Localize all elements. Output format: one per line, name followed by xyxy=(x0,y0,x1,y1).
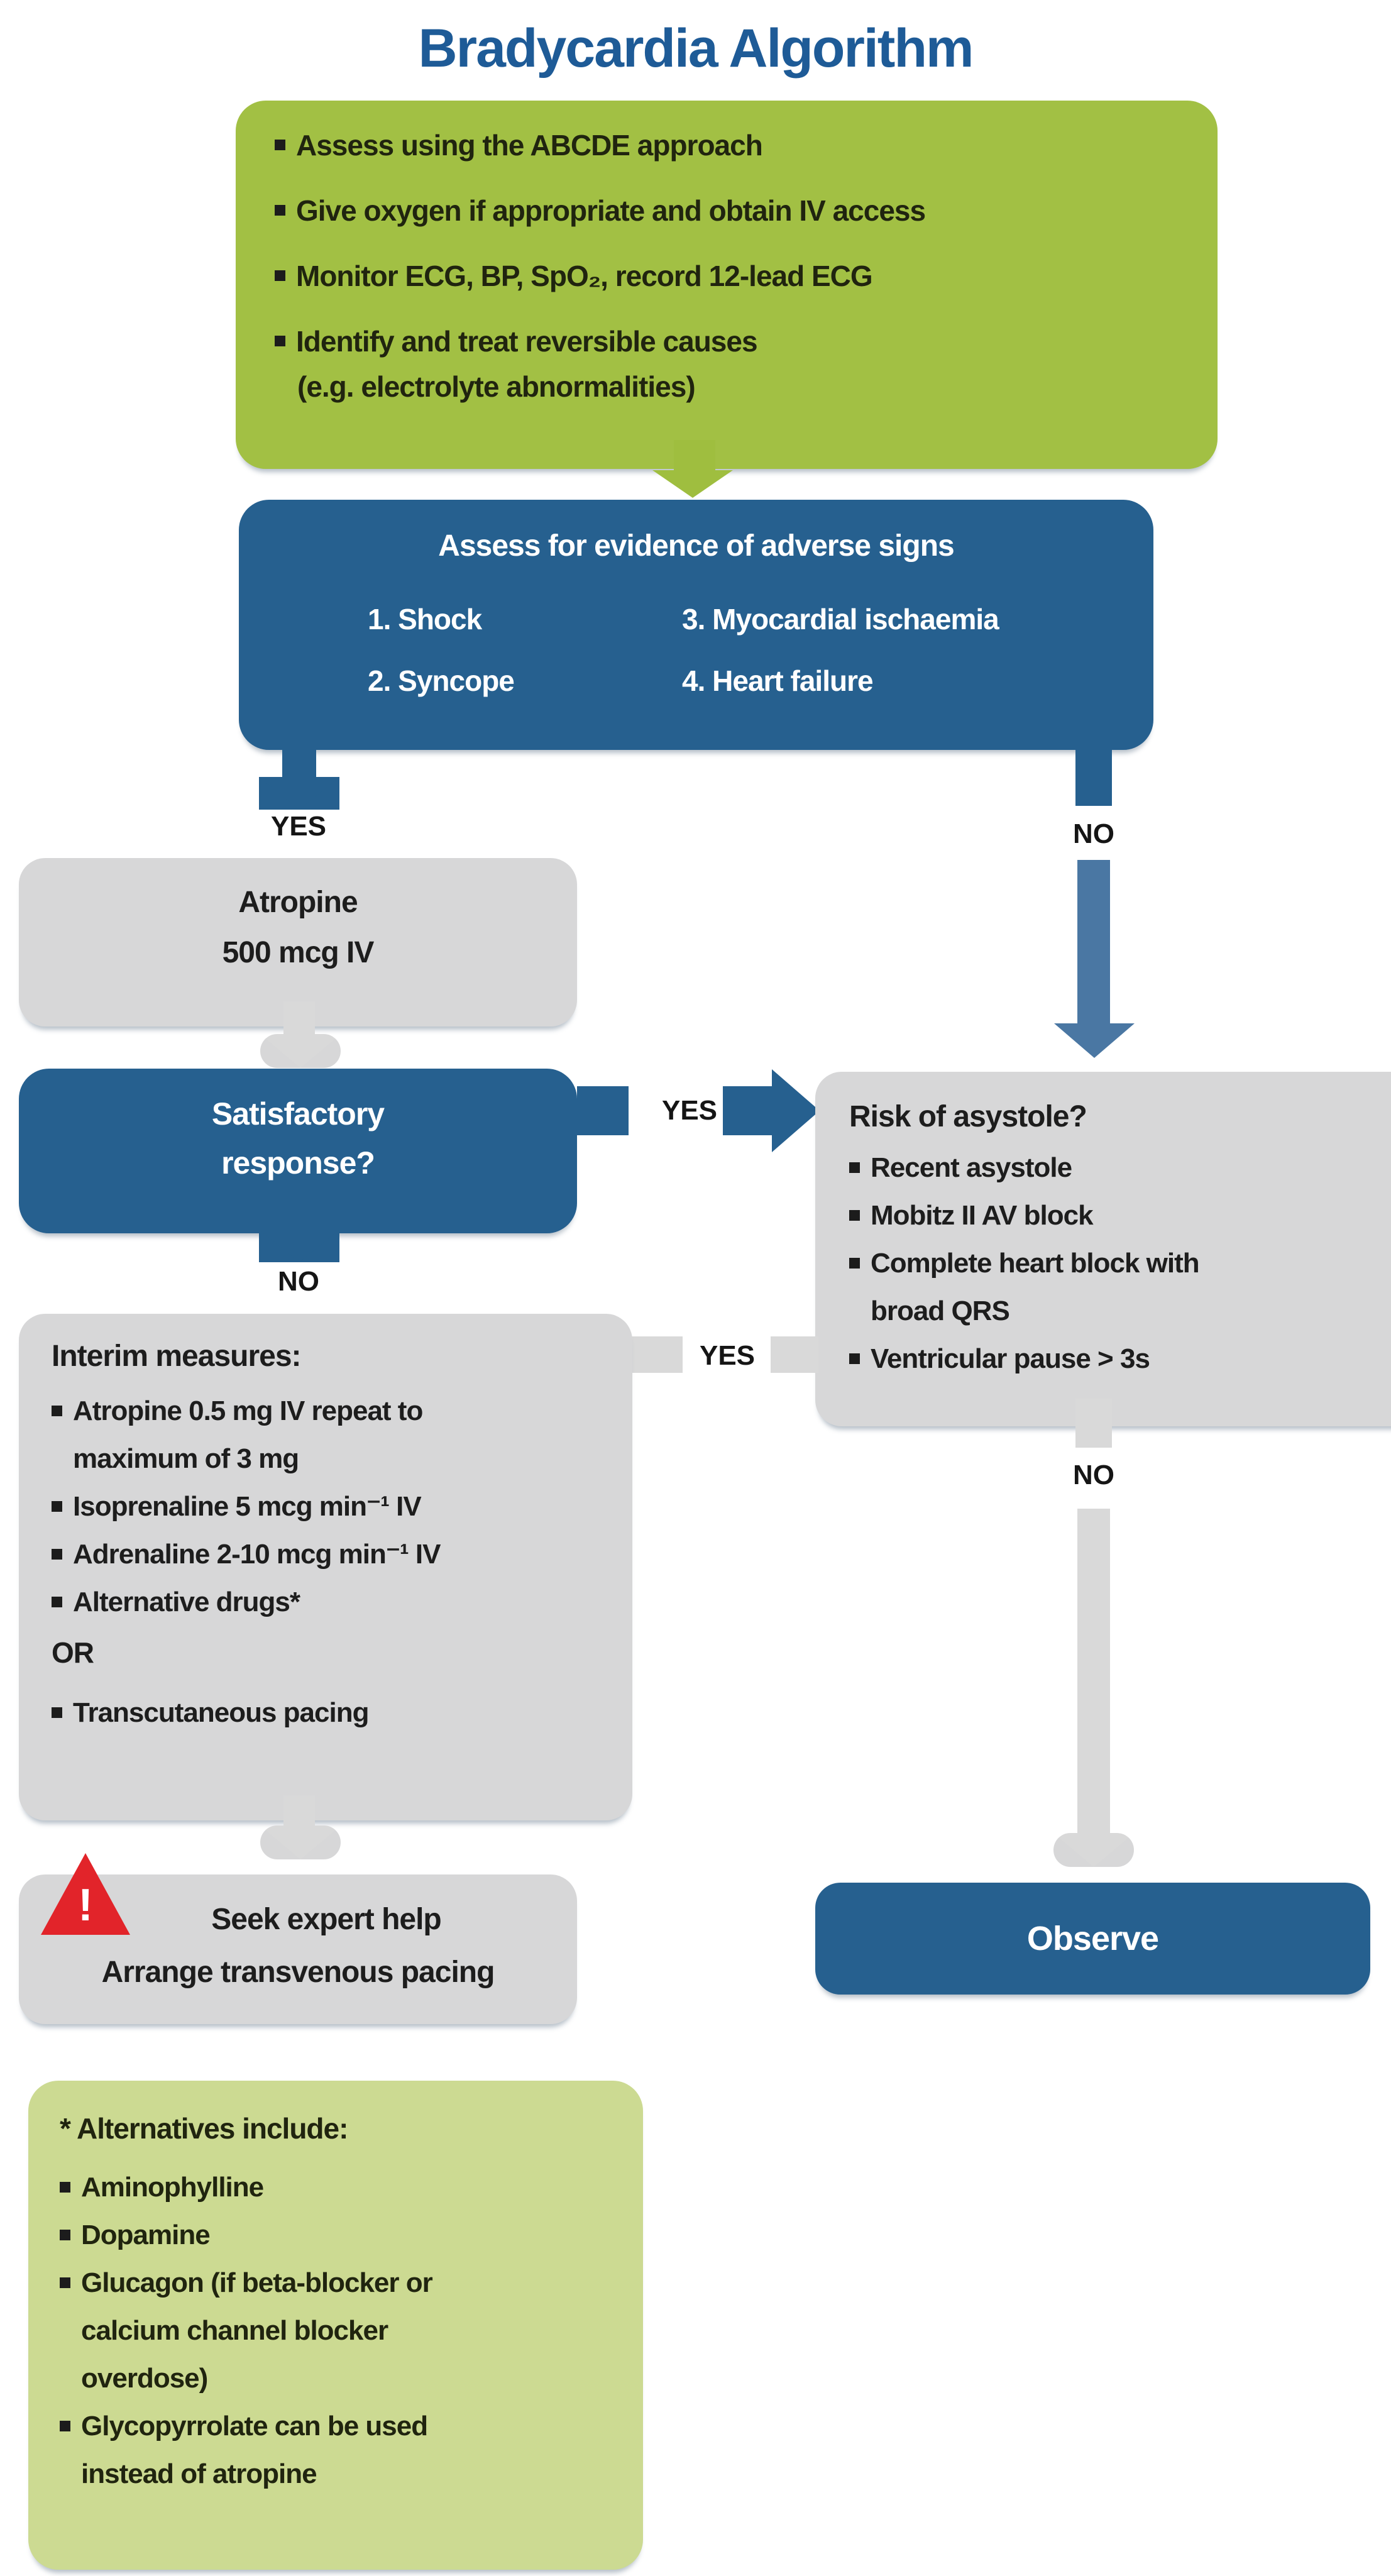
risk-title: Risk of asystole? xyxy=(849,1100,1087,1133)
connector-yes-segment xyxy=(577,1086,629,1135)
arrow-down-gray xyxy=(283,1001,315,1035)
bullet-icon xyxy=(849,1353,860,1364)
bullet-icon xyxy=(52,1597,62,1607)
warning-icon xyxy=(41,1853,130,1935)
arrow-down-gray xyxy=(1077,1509,1110,1834)
list-item: Ventricular pause > 3s xyxy=(849,1335,1391,1383)
list-item: Give oxygen if appropriate and obtain IV… xyxy=(275,194,1183,228)
list-item: Aminophylline xyxy=(60,2164,618,2211)
interim-or-label: OR xyxy=(52,1636,94,1669)
arrowhead-down-blue xyxy=(259,777,339,810)
bullet-icon xyxy=(60,2421,70,2431)
interim-title: Interim measures: xyxy=(52,1340,302,1373)
bullet-icon xyxy=(275,336,285,346)
arrow-down-gray xyxy=(1075,1399,1112,1448)
arrowhead-down-blue xyxy=(259,1230,339,1262)
atropine-box: Atropine 500 mcg IV xyxy=(19,858,577,1027)
atropine-line2: 500 mcg IV xyxy=(222,936,375,969)
list-item: Mobitz II AV block xyxy=(849,1192,1391,1240)
atropine-line1: Atropine xyxy=(238,886,358,919)
label-yes: YES xyxy=(699,1340,756,1371)
connector-yes-segment xyxy=(771,1336,818,1373)
label-yes: YES xyxy=(661,1095,718,1126)
list-item: 3. Myocardial ischaemia xyxy=(682,603,999,636)
list-item: 1. Shock xyxy=(368,603,482,636)
alternatives-title: * Alternatives include: xyxy=(60,2112,348,2145)
bullet-icon xyxy=(52,1707,62,1718)
label-no: NO xyxy=(1073,818,1114,849)
bullet-icon xyxy=(275,270,285,281)
list-item: 4. Heart failure xyxy=(682,664,874,697)
observe-box: Observe xyxy=(815,1883,1370,1995)
label-no: NO xyxy=(1073,1460,1114,1490)
list-item: Adrenaline 2-10 mcg min⁻¹ IV xyxy=(52,1531,610,1578)
arrow-down-blue xyxy=(282,1208,316,1231)
bullet-icon xyxy=(275,140,285,150)
list-item: Complete heart block with broad QRS xyxy=(849,1240,1391,1335)
label-no: NO xyxy=(278,1266,319,1297)
arrowhead-down-gray xyxy=(260,1825,341,1859)
risk-of-asystole-box: Risk of asystole? Recent asystole Mobitz… xyxy=(815,1072,1391,1426)
bullet-icon xyxy=(849,1162,860,1173)
satisfactory-response-box: Satisfactory response? xyxy=(19,1069,577,1233)
connector-yes-segment xyxy=(723,1086,773,1135)
bullet-icon xyxy=(52,1549,62,1560)
page-title: Bradycardia Algorithm xyxy=(418,18,974,79)
bullet-icon xyxy=(60,2277,70,2288)
adverse-signs-list: 1. Shock 3. Myocardial ischaemia 2. Sync… xyxy=(368,602,1153,698)
bullet-icon xyxy=(52,1501,62,1512)
satisfactory-line1: Satisfactory xyxy=(211,1096,385,1131)
arrow-down-light-blue xyxy=(1077,860,1110,1025)
list-item-note: (e.g. electrolyte abnormalities) xyxy=(297,370,696,403)
arrow-down-blue xyxy=(282,748,316,778)
seek-line2: Arrange transvenous pacing xyxy=(101,1956,495,1989)
bullet-icon xyxy=(849,1210,860,1221)
bullet-icon xyxy=(275,205,285,216)
arrowhead-down-light-blue xyxy=(1054,1023,1135,1058)
satisfactory-line2: response? xyxy=(221,1145,375,1181)
list-item: Transcutaneous pacing xyxy=(52,1689,610,1737)
list-item: Glucagon (if beta-blocker or calcium cha… xyxy=(60,2259,618,2403)
list-item: Atropine 0.5 mg IV repeat to maximum of … xyxy=(52,1387,610,1483)
adverse-signs-title: Assess for evidence of adverse signs xyxy=(438,529,954,563)
list-item: 2. Syncope xyxy=(368,664,515,697)
list-item: Glycopyrrolate can be used instead of at… xyxy=(60,2403,618,2498)
seek-line1: Seek expert help xyxy=(211,1903,442,1936)
label-yes: YES xyxy=(270,811,327,842)
list-item: Recent asystole xyxy=(849,1144,1391,1192)
list-item: Dopamine xyxy=(60,2211,618,2259)
adverse-signs-box: Assess for evidence of adverse signs 1. … xyxy=(239,500,1153,750)
bullet-icon xyxy=(60,2230,70,2240)
list-item: Alternative drugs* xyxy=(52,1578,610,1626)
list-item: Isoprenaline 5 mcg min⁻¹ IV xyxy=(52,1483,610,1531)
initial-assessment-box: Assess using the ABCDE approach Give oxy… xyxy=(236,101,1218,469)
arrow-down-green xyxy=(674,440,715,471)
arrowhead-down-gray xyxy=(1053,1833,1134,1867)
list-item: Identify and treat reversible causes xyxy=(275,324,1183,358)
bullet-icon xyxy=(849,1258,860,1269)
arrowhead-down-gray xyxy=(260,1034,341,1068)
arrow-down-gray xyxy=(283,1795,315,1827)
list-item: Assess using the ABCDE approach xyxy=(275,128,1183,162)
arrowhead-down-green xyxy=(652,470,733,498)
observe-label: Observe xyxy=(1026,1920,1159,1957)
interim-measures-box: Interim measures: Atropine 0.5 mg IV rep… xyxy=(19,1314,632,1820)
bullet-icon xyxy=(60,2182,70,2193)
bullet-icon xyxy=(52,1406,62,1416)
arrow-down-blue xyxy=(1075,748,1112,806)
alternatives-box: * Alternatives include: Aminophylline Do… xyxy=(28,2081,643,2570)
list-item: Monitor ECG, BP, SpO₂, record 12-lead EC… xyxy=(275,259,1183,293)
arrowhead-right-blue xyxy=(772,1069,820,1152)
